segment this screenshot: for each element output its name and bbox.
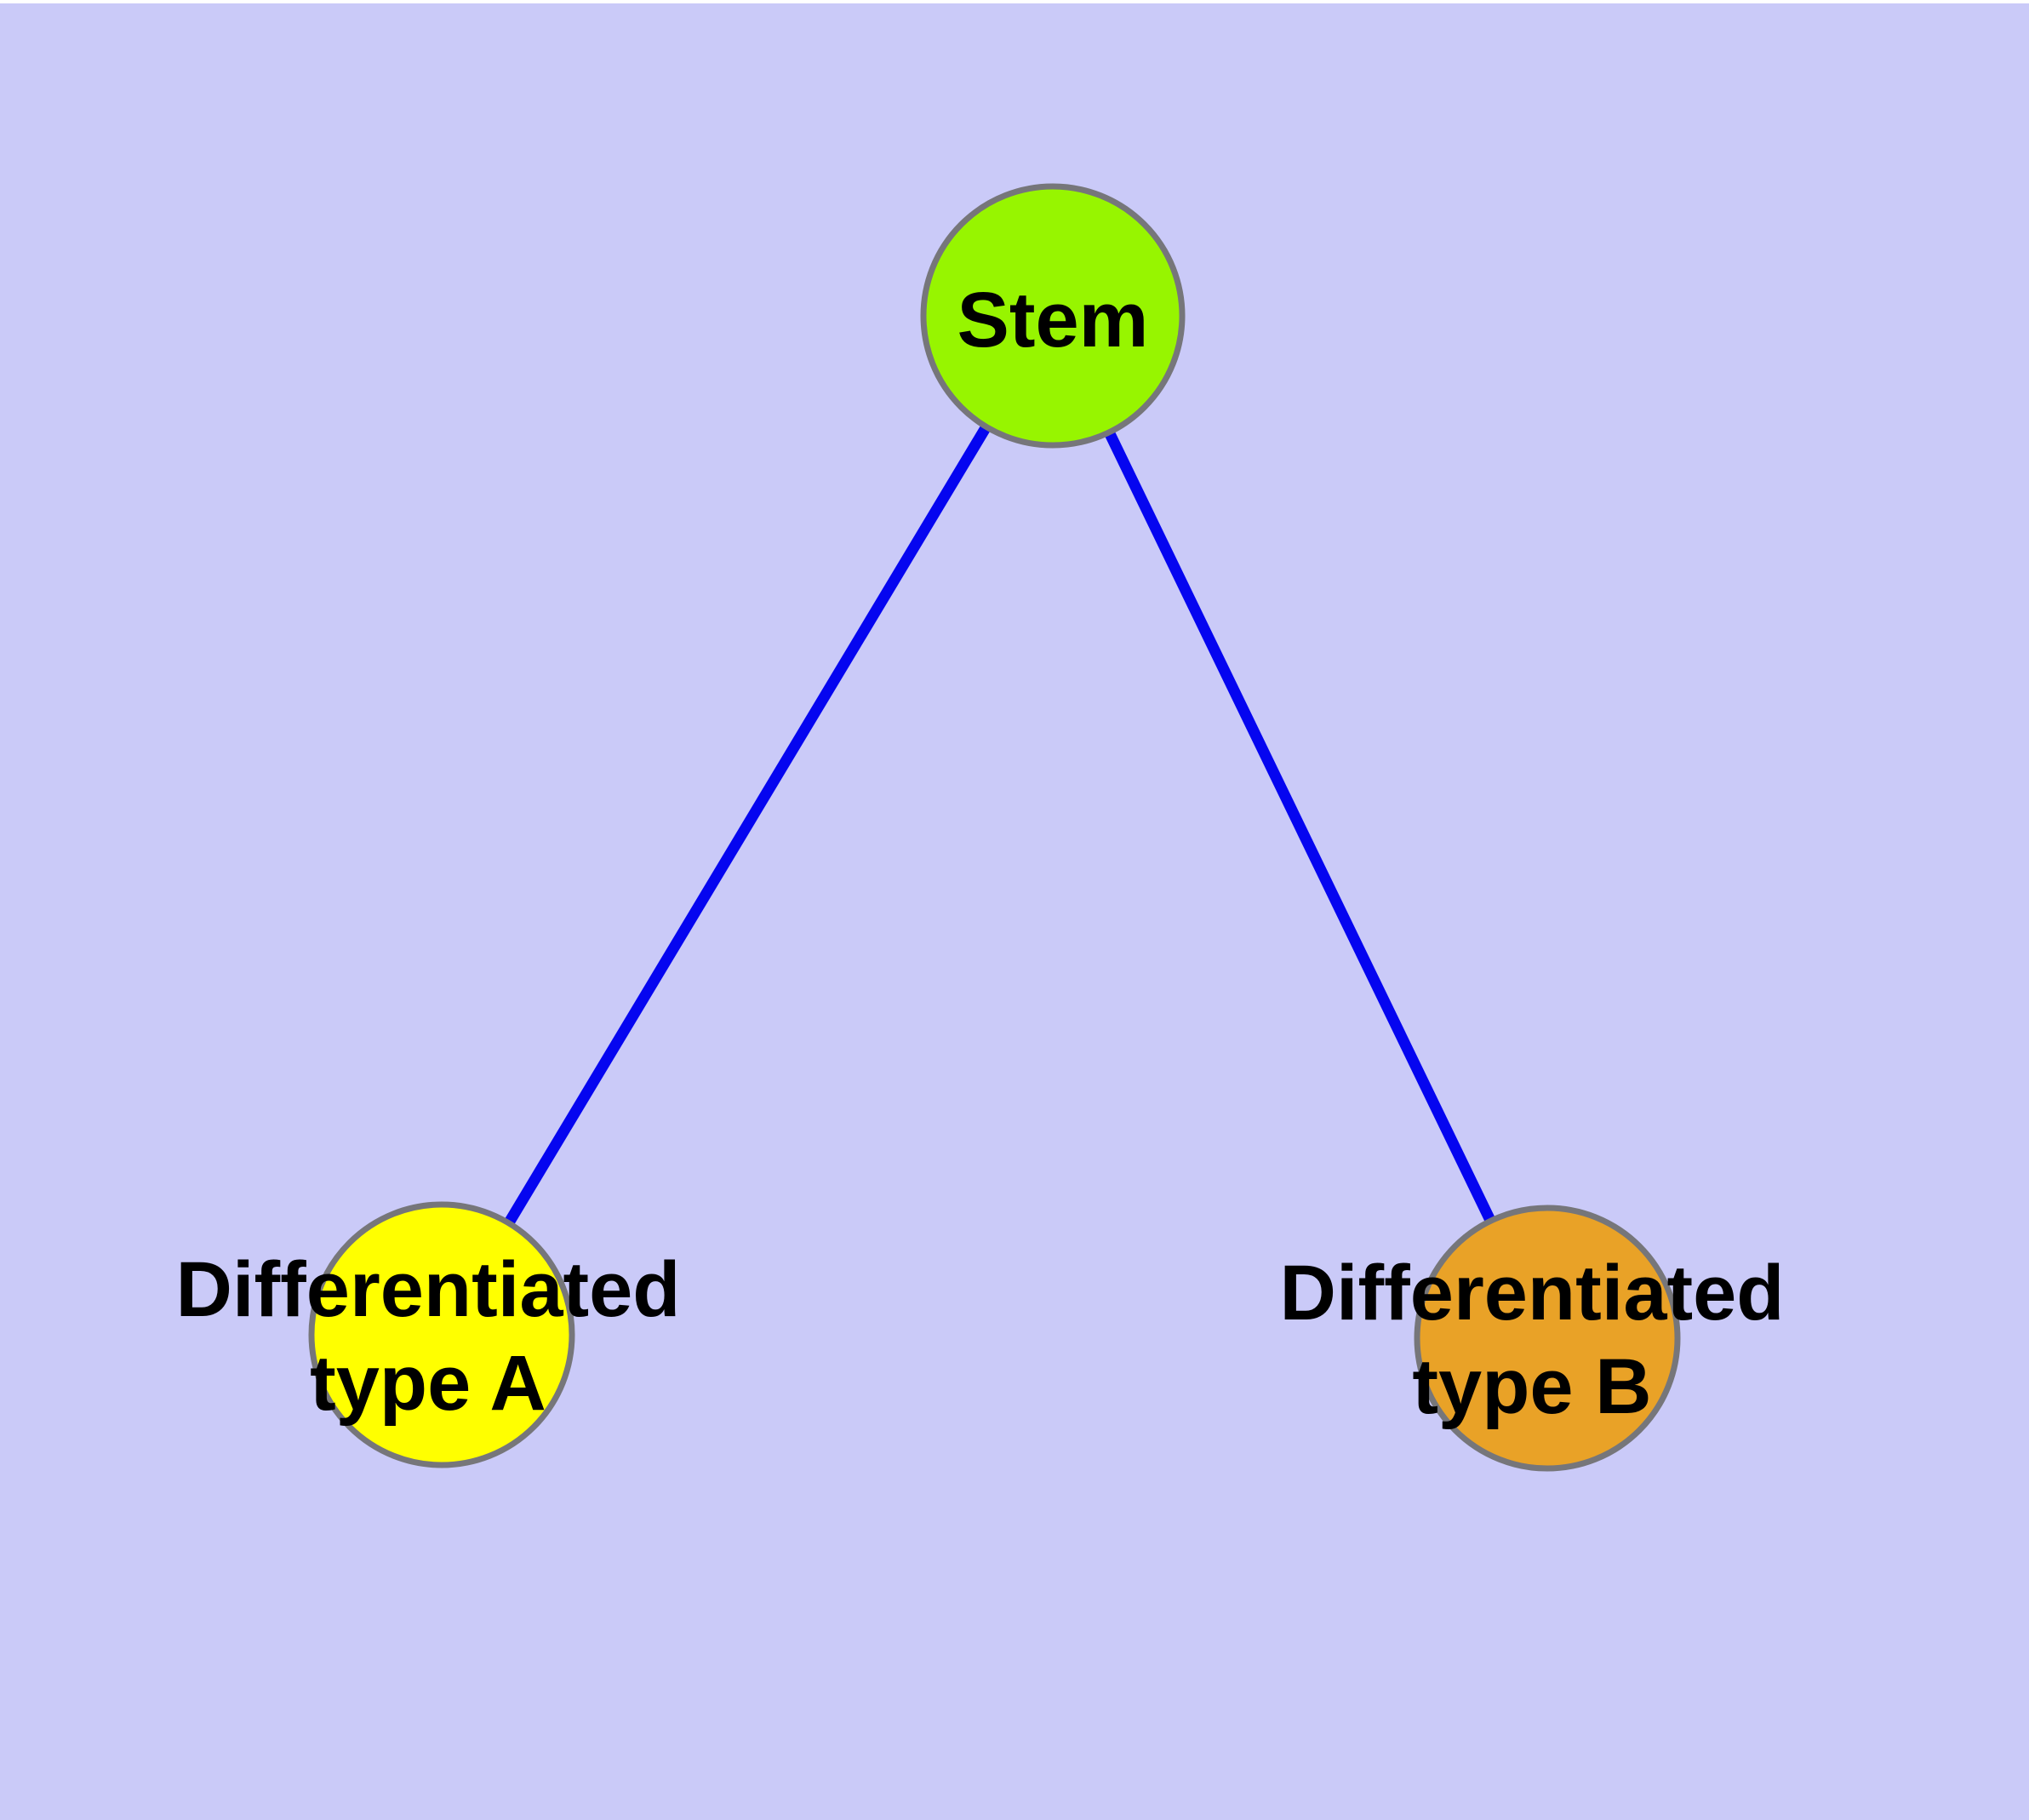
node-stem <box>920 183 1186 449</box>
node-type-a-label-line1: Differentiated <box>176 1246 681 1333</box>
top-strip <box>0 0 2029 3</box>
node-differentiated-type-b <box>1414 1205 1681 1472</box>
node-type-a-label-line2: type A <box>310 1340 546 1427</box>
edge-stem-to-type-a <box>437 312 1058 1338</box>
node-differentiated-type-a <box>308 1201 575 1468</box>
node-type-b-label-line2: type B <box>1412 1343 1651 1430</box>
node-type-b-label-line1: Differentiated <box>1280 1250 1785 1336</box>
node-stem-label: Stem <box>957 277 1149 363</box>
edge-stem-to-type-b <box>1048 313 1552 1341</box>
